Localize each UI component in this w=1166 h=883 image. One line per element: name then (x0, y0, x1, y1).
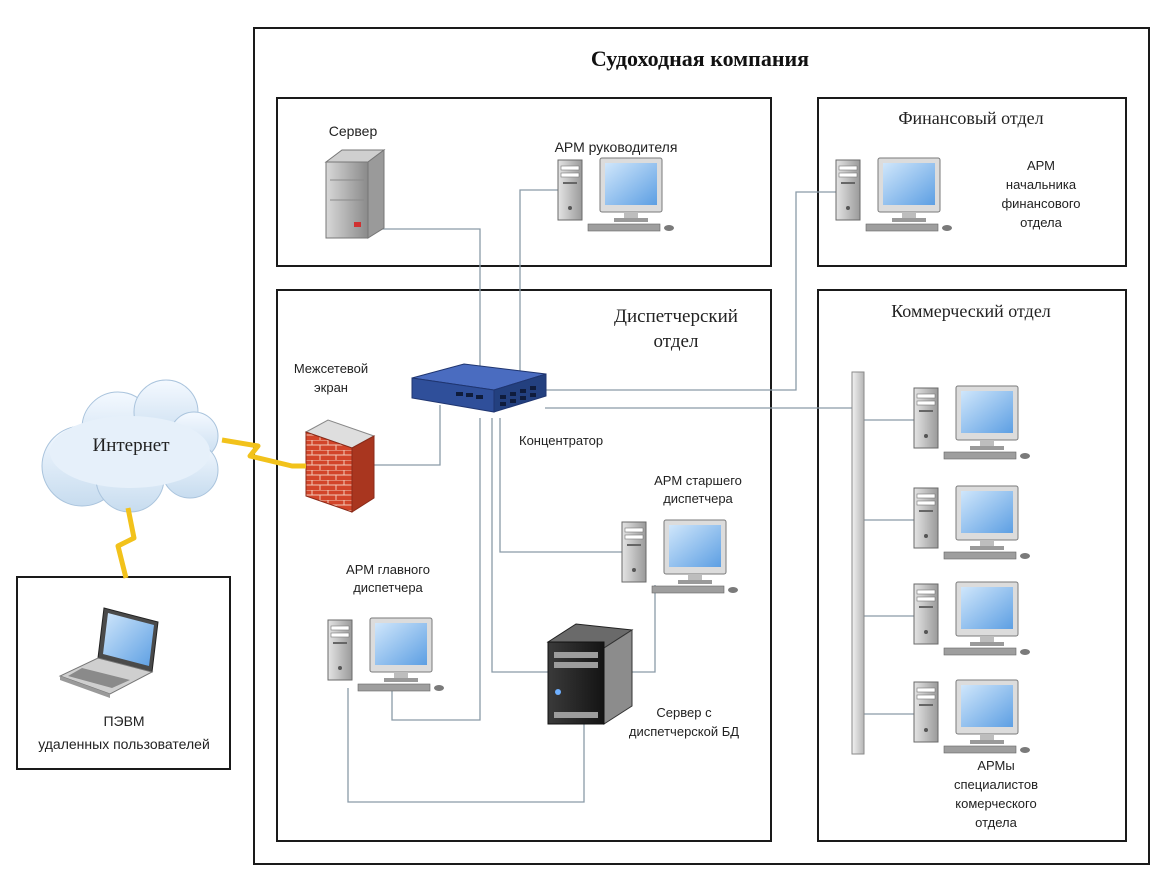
lightning-internet-firewall-icon (221, 437, 306, 469)
svg-text:отдел: отдел (654, 331, 699, 352)
svg-text:ПЭВМ: ПЭВМ (103, 713, 144, 729)
server-label: Сервер (329, 123, 378, 139)
svg-text:АРМ главного: АРМ главного (346, 562, 430, 577)
commercial-title: Коммерческий отдел (891, 301, 1051, 321)
db-server-label: Сервер с диспетчерской БД (629, 705, 739, 739)
svg-text:начальника: начальника (1006, 177, 1077, 192)
cloud-icon (41, 379, 219, 513)
lightning-internet-remote-icon (115, 507, 137, 579)
svg-text:диспетчера: диспетчера (353, 580, 423, 595)
svg-text:комерческого: комерческого (955, 796, 1036, 811)
server-icon (324, 149, 386, 239)
laptop-icon (58, 607, 159, 698)
company-title: Судоходная компания (591, 46, 809, 71)
svg-text:Сервер с: Сервер с (656, 705, 712, 720)
link-hub-dbserver (491, 418, 548, 673)
svg-text:специалистов: специалистов (954, 777, 1038, 792)
svg-text:Межсетевой: Межсетевой (294, 361, 368, 376)
finance-box (817, 97, 1127, 267)
svg-text:Диспетчерский: Диспетчерский (614, 306, 738, 327)
finance-ws-label: АРМ начальника финансового отдела (1001, 158, 1080, 230)
commercial-ws-label: АРМы специалистов комерческого отдела (954, 758, 1038, 830)
link-hub-chief (391, 418, 481, 721)
link-finance-hub (545, 191, 836, 391)
hub-icon (411, 363, 547, 413)
internet-label: Интернет (92, 435, 170, 456)
link-head-hub (519, 189, 558, 372)
link-server-hub (380, 228, 481, 372)
link-chief-dbserver (347, 688, 585, 803)
svg-text:отдела: отдела (1020, 215, 1062, 230)
svg-text:АРМ старшего: АРМ старшего (654, 473, 742, 488)
hub-label: Концентратор (519, 433, 603, 448)
svg-text:АРМ: АРМ (1027, 158, 1055, 173)
head-ws-label: АРМ руководителя (555, 139, 678, 155)
db-server-icon (546, 623, 634, 725)
firewall-label: Межсетевой экран (294, 361, 368, 395)
svg-text:отдела: отдела (975, 815, 1017, 830)
svg-text:диспетчера: диспетчера (663, 491, 733, 506)
svg-text:экран: экран (314, 380, 348, 395)
svg-text:удаленных пользователей: удаленных пользователей (38, 736, 210, 752)
finance-title: Финансовый отдел (898, 108, 1043, 128)
svg-text:АРМы: АРМы (977, 758, 1014, 773)
bus-icon (851, 371, 865, 755)
link-firewall-hub (367, 405, 441, 466)
link-senior-dbserver (630, 585, 656, 673)
dispatch-title: Диспетчерский отдел (614, 306, 738, 352)
svg-text:финансового: финансового (1001, 196, 1080, 211)
svg-text:диспетчерской БД: диспетчерской БД (629, 724, 739, 739)
chief-ws-label: АРМ главного диспетчера (346, 562, 430, 595)
senior-ws-label: АРМ старшего диспетчера (654, 473, 742, 506)
link-hub-senior (499, 418, 622, 553)
firewall-icon (304, 419, 376, 513)
remote-label: ПЭВМ удаленных пользователей (38, 713, 210, 752)
network-links (347, 189, 914, 803)
